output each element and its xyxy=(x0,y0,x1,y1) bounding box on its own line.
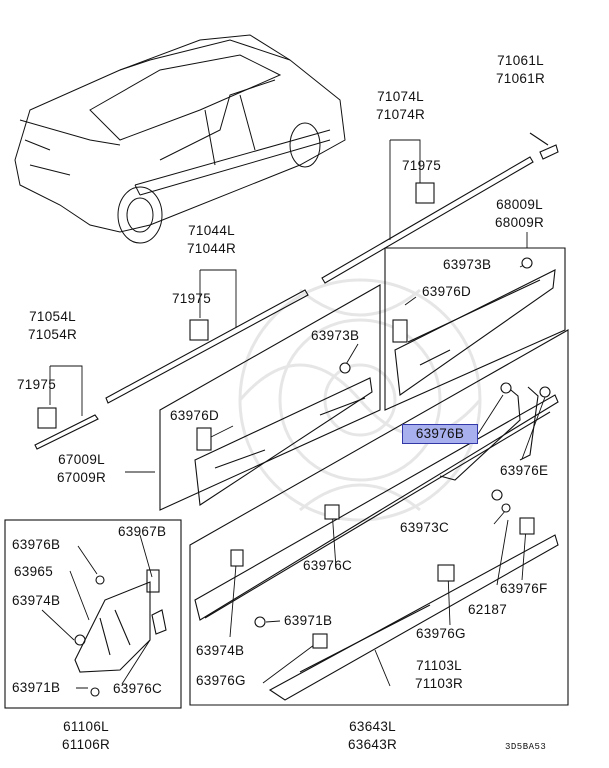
label-71975-mid: 71975 xyxy=(172,291,212,306)
label-63643-left: 63643L xyxy=(349,719,396,734)
label-63967b: 63967B xyxy=(118,524,167,539)
label-61106-right: 61106R xyxy=(62,737,111,752)
highlighted-part-label[interactable]: 63976B xyxy=(402,424,478,444)
label-71054: 71054L 71054R xyxy=(28,308,77,344)
panel-63643 xyxy=(189,329,569,706)
label-71054-left: 71054L xyxy=(29,309,76,324)
label-63976g-left: 63976G xyxy=(196,673,246,688)
label-71044: 71044L 71044R xyxy=(187,222,236,258)
panel-67009 xyxy=(159,284,381,511)
label-63976g-right: 63976G xyxy=(416,626,466,641)
moulding-71074 xyxy=(321,132,559,284)
label-63974b-inset: 63974B xyxy=(12,593,61,608)
label-63973b-upper: 63973B xyxy=(443,257,492,272)
clips xyxy=(37,182,551,649)
label-71975-top: 71975 xyxy=(402,158,442,173)
label-63643-right: 63643R xyxy=(348,737,398,752)
label-61106-left: 61106L xyxy=(63,719,109,734)
label-63973c: 63973C xyxy=(400,520,450,535)
label-63976c-mid: 63976C xyxy=(303,558,353,573)
label-63976d-upper: 63976D xyxy=(422,284,472,299)
diagram-code: 3D5BA53 xyxy=(505,742,547,752)
label-71074-left: 71074L xyxy=(377,89,424,104)
label-63971b-mid: 63971B xyxy=(284,613,333,628)
label-71061-left: 71061L xyxy=(497,53,544,68)
label-63976f: 63976F xyxy=(500,581,548,596)
label-71074-right: 71074R xyxy=(376,107,426,122)
label-71044-left: 71044L xyxy=(188,223,235,238)
label-67009-right: 67009R xyxy=(57,470,107,485)
leader-lines xyxy=(41,139,546,689)
label-61106: 61106L 61106R xyxy=(62,718,110,754)
label-71074: 71074L 71074R xyxy=(376,88,425,124)
label-71061-right: 71061R xyxy=(496,71,546,86)
label-63976c-inset: 63976C xyxy=(113,681,163,696)
label-68009: 68009L 68009R xyxy=(495,196,544,232)
label-67009: 67009L 67009R xyxy=(57,451,106,487)
label-71103-left: 71103L xyxy=(416,658,462,673)
label-63965: 63965 xyxy=(14,564,54,579)
label-63973b-mid: 63973B xyxy=(311,328,360,343)
label-68009-left: 68009L xyxy=(496,197,543,212)
label-71044-right: 71044R xyxy=(187,241,237,256)
moulding-71044 xyxy=(105,289,309,404)
label-63974b-mid: 63974B xyxy=(196,643,245,658)
label-63976d-lower: 63976D xyxy=(170,408,220,423)
label-68009-right: 68009R xyxy=(495,215,545,230)
label-71975-left: 71975 xyxy=(17,377,57,392)
label-71103-right: 71103R xyxy=(415,676,464,691)
label-67009-left: 67009L xyxy=(58,452,105,467)
label-63643: 63643L 63643R xyxy=(348,718,397,754)
moulding-71054 xyxy=(34,414,99,450)
panel-61106 xyxy=(4,519,182,709)
label-62187: 62187 xyxy=(468,602,508,617)
panel-68009 xyxy=(384,247,566,411)
label-71103: 71103L 71103R xyxy=(415,657,463,693)
label-71061: 71061L 71061R xyxy=(496,52,545,88)
label-63976e: 63976E xyxy=(500,463,549,478)
label-63971b-inset: 63971B xyxy=(12,680,61,695)
car-outline xyxy=(14,34,346,244)
label-63976b-inset: 63976B xyxy=(12,537,61,552)
label-71054-right: 71054R xyxy=(28,327,78,342)
